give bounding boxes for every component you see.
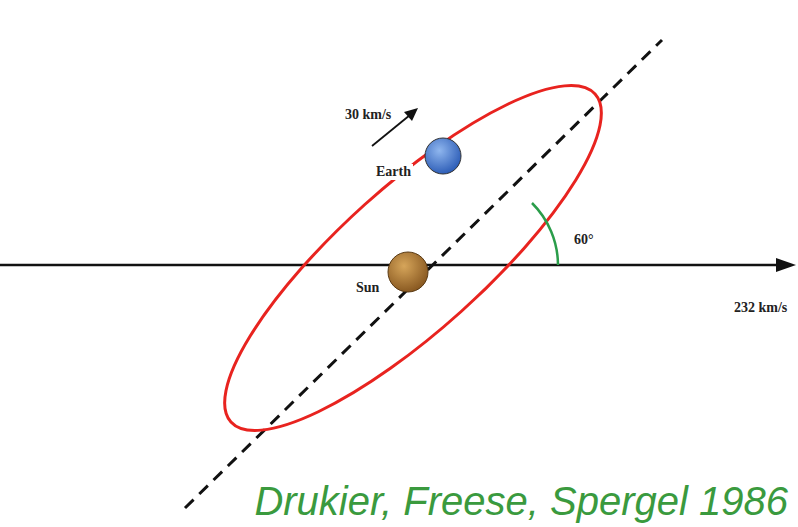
planet-label: Earth <box>374 164 413 180</box>
velocity-label: 30 km/s <box>343 107 393 123</box>
arrow-head <box>404 108 418 121</box>
angle-arc <box>532 203 558 265</box>
angle-label: 60° <box>572 232 596 248</box>
sun-symbol <box>388 252 428 292</box>
arrow-head <box>776 258 796 272</box>
dashed-axis <box>185 40 662 508</box>
citation-caption: Drukier, Freese, Spergel 1986 <box>250 479 792 523</box>
velocity-label: 232 km/s <box>732 300 789 316</box>
star-label: Sun <box>354 280 381 296</box>
earth-orbit <box>183 41 643 476</box>
earth-symbol <box>425 138 461 174</box>
